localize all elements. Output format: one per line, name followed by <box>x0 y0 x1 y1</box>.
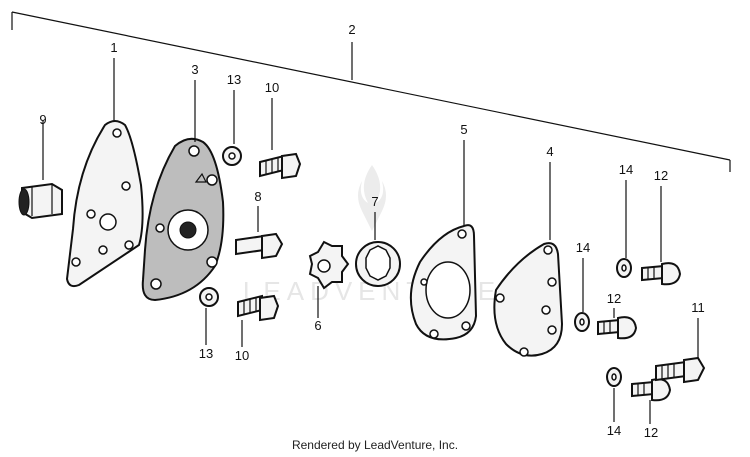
callout-5: 5 <box>460 122 467 137</box>
footer-credit: Rendered by LeadVenture, Inc. <box>291 438 459 452</box>
callout-6: 6 <box>314 318 321 333</box>
callout-13-upper: 13 <box>227 72 241 87</box>
callout-14-b: 14 <box>619 162 633 177</box>
part-8-plug <box>235 206 284 260</box>
callout-13-lower: 13 <box>199 346 213 361</box>
part-3-pump-body <box>141 80 225 302</box>
callout-labels: 2 1 3 13 10 9 5 4 14 12 8 7 14 12 11 6 1… <box>39 22 704 440</box>
callout-4: 4 <box>546 144 553 159</box>
callout-10-upper: 10 <box>265 80 279 95</box>
part-12-screw-lower <box>631 378 672 424</box>
part-14-washer-a <box>574 258 590 332</box>
part-14-washer-c <box>606 367 622 422</box>
callout-1: 1 <box>110 40 117 55</box>
assembly-bracket <box>11 11 731 172</box>
part-1-gasket <box>65 58 144 288</box>
part-7-outer-rotor <box>355 212 401 287</box>
part-4-cover <box>493 162 564 357</box>
part-10-bolt-lower <box>237 294 280 347</box>
callout-8: 8 <box>254 189 261 204</box>
callout-14-c: 14 <box>607 423 621 438</box>
part-6-inner-rotor <box>308 240 350 318</box>
callout-7: 7 <box>371 194 378 209</box>
callout-10-lower: 10 <box>235 348 249 363</box>
callout-12-middle: 12 <box>607 291 621 306</box>
part-10-bolt-upper <box>259 98 302 180</box>
part-13-washer-upper <box>222 90 242 166</box>
part-9-fitting <box>18 120 63 220</box>
callout-9: 9 <box>39 112 46 127</box>
part-14-washer-b <box>616 180 632 278</box>
callout-12-lower: 12 <box>644 425 658 440</box>
part-12-screw-upper <box>641 186 682 286</box>
callout-11: 11 <box>691 300 705 315</box>
callout-14-a: 14 <box>576 240 590 255</box>
part-13-washer-lower <box>199 287 219 345</box>
callout-12-upper: 12 <box>654 168 668 183</box>
part-12-screw-middle <box>597 308 638 340</box>
part-5-gasket <box>409 140 478 341</box>
callout-3: 3 <box>191 62 198 77</box>
callout-2: 2 <box>348 22 355 37</box>
part-11-bolt <box>655 318 706 384</box>
